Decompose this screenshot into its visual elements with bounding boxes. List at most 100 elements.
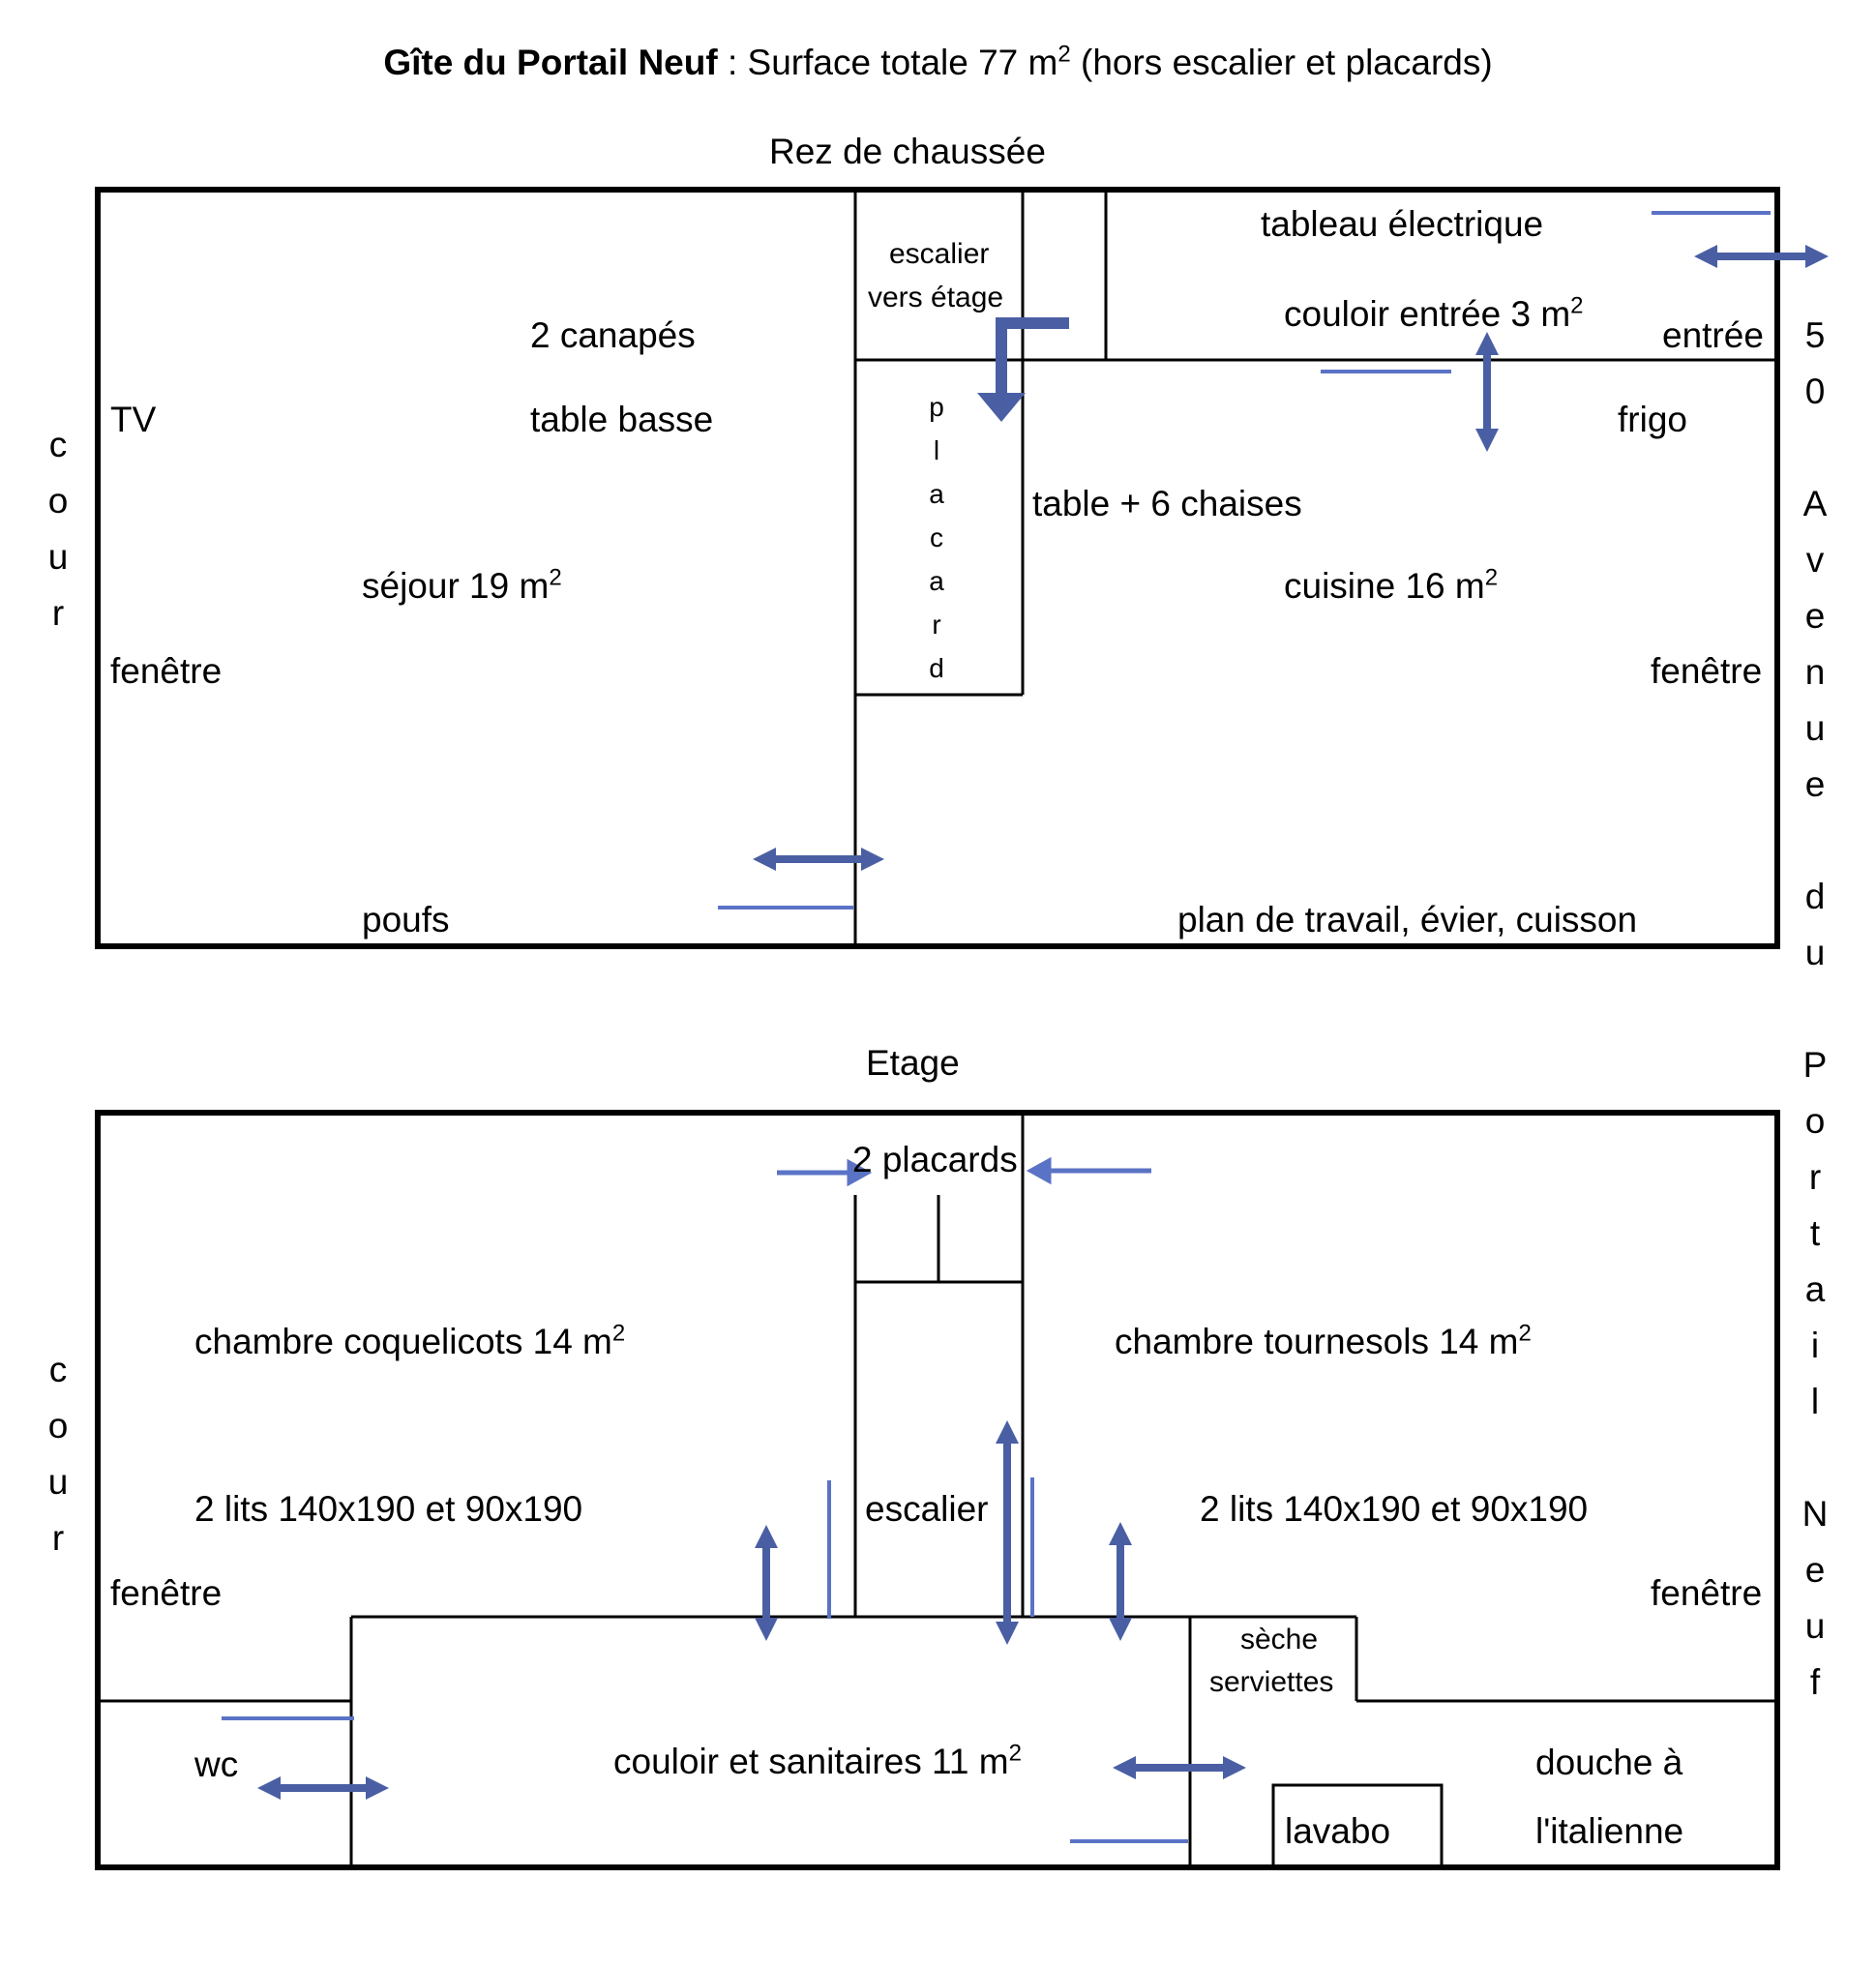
- entree-label: entrée: [1662, 315, 1764, 355]
- title-surface-exponent: 2: [1057, 41, 1071, 68]
- street-letter: r: [1808, 1157, 1822, 1197]
- cour-label-upper: c o u r: [39, 1342, 77, 1566]
- ground-floor-heading: Rez de chaussée: [769, 132, 1046, 171]
- table-chaises-label: table + 6 chaises: [1032, 484, 1302, 523]
- sejour-exponent: 2: [549, 564, 562, 591]
- frigo-label: frigo: [1618, 400, 1687, 439]
- cuisine-exponent: 2: [1484, 564, 1499, 591]
- fenetre-tournesols-label: fenêtre: [1651, 1573, 1763, 1613]
- lavabo-label: lavabo: [1285, 1811, 1391, 1851]
- title-surface-note: (hors escalier et placards): [1070, 43, 1493, 82]
- street-letter: u: [1804, 708, 1826, 748]
- escalier-line1: escalier: [889, 238, 990, 270]
- sejour-text: séjour 19 m: [362, 566, 550, 606]
- street-letter: n: [1804, 652, 1826, 692]
- street-letter: l: [1810, 1382, 1820, 1421]
- street-letter: u: [1804, 933, 1826, 972]
- couloir-sanitaires-text: couloir et sanitaires 11 m: [613, 1742, 1009, 1781]
- couloir-sanitaires-label: couloir et sanitaires 11 m2: [613, 1740, 1022, 1781]
- placard-letter: c: [930, 522, 943, 552]
- upper-floor-walls: [98, 1113, 1777, 1869]
- street-letter: i: [1810, 1326, 1820, 1365]
- douche-line1: douche à: [1535, 1743, 1683, 1782]
- poufs-label: poufs: [362, 900, 450, 939]
- escalier-label: escalier: [865, 1489, 989, 1529]
- street-letter: P: [1802, 1045, 1828, 1085]
- tournesols-label: chambre tournesols 14 m2: [1115, 1320, 1532, 1359]
- cour-letter: c: [48, 425, 68, 464]
- lits-left-label: 2 lits 140x190 et 90x190: [194, 1489, 583, 1529]
- seche-line2: serviettes: [1209, 1666, 1334, 1698]
- street-letter: A: [1802, 484, 1828, 523]
- stair-arrow: [977, 317, 1069, 422]
- cour-letter: o: [47, 1406, 69, 1446]
- street-letter: e: [1804, 1550, 1826, 1590]
- cour-letter: r: [51, 1518, 65, 1558]
- fenetre-sejour-label: fenêtre: [110, 651, 223, 691]
- circulation-arrows: [257, 245, 1829, 1800]
- cour-letter: o: [47, 481, 69, 521]
- lits-right-label: 2 lits 140x190 et 90x190: [1200, 1489, 1589, 1529]
- table-basse-label: table basse: [530, 400, 714, 439]
- fenetre-cuisine-label: fenêtre: [1651, 651, 1763, 691]
- street-letter: e: [1804, 596, 1826, 636]
- cour-label-ground: c o u r: [39, 417, 77, 641]
- couloir-sanitaires-exponent: 2: [1008, 1740, 1022, 1767]
- escalier-line2: vers étage: [868, 282, 1004, 313]
- placard-letter: l: [933, 435, 940, 465]
- page-title: Gîte du Portail Neuf : Surface totale 77…: [0, 43, 1876, 83]
- placard-letter: d: [929, 653, 944, 683]
- ground-floor-walls: [853, 190, 1777, 946]
- couloir-entree-label: couloir entrée 3 m2: [1284, 292, 1584, 334]
- street-letter: o: [1804, 1101, 1826, 1141]
- street-letter: [1796, 420, 1834, 476]
- cuisine-text: cuisine 16 m: [1284, 566, 1485, 606]
- upper-floor-heading: Etage: [866, 1043, 960, 1083]
- cour-letter: c: [48, 1350, 68, 1389]
- wc-label: wc: [194, 1744, 239, 1784]
- placard-letter: a: [929, 566, 944, 596]
- street-letter: f: [1809, 1662, 1821, 1702]
- coquelicots-exponent: 2: [611, 1320, 626, 1347]
- street-letter: d: [1804, 877, 1826, 916]
- couloir-entree-exponent: 2: [1570, 292, 1584, 319]
- cour-letter: u: [47, 1462, 69, 1502]
- couloir-entree-text: couloir entrée 3 m: [1284, 294, 1571, 334]
- street-letter: [1796, 981, 1834, 1037]
- placards-arrows: [777, 1156, 1151, 1187]
- placards-label: 2 placards: [852, 1140, 1018, 1179]
- placard-letter: r: [932, 610, 941, 640]
- cour-letter: r: [51, 593, 65, 633]
- street-letter: 5: [1804, 315, 1826, 355]
- placard-letter: p: [929, 392, 944, 422]
- title-surface: Surface totale 77 m: [747, 43, 1058, 82]
- door-lines: [222, 211, 1771, 1843]
- street-letter: a: [1804, 1269, 1826, 1309]
- street-letter: v: [1805, 540, 1825, 580]
- tournesols-exponent: 2: [1518, 1320, 1532, 1347]
- fenetre-coquelicots-label: fenêtre: [110, 1573, 223, 1613]
- douche-line2: l'italienne: [1535, 1811, 1684, 1851]
- sejour-label: séjour 19 m2: [362, 564, 562, 606]
- street-letter: [1796, 813, 1834, 869]
- tableau-label: tableau électrique: [1261, 204, 1544, 244]
- street-letter: N: [1802, 1494, 1829, 1534]
- placard-vertical-label: p l a c a r d: [917, 385, 956, 690]
- street-letter: e: [1804, 764, 1826, 804]
- coquelicots-text: chambre coquelicots 14 m: [194, 1322, 612, 1361]
- ground-floor-outline: [95, 187, 1780, 949]
- street-letter: [1796, 1430, 1834, 1486]
- placard-letter: a: [929, 479, 944, 509]
- upper-floor-outline: [95, 1110, 1780, 1870]
- plan-travail-label: plan de travail, évier, cuisson: [1177, 900, 1638, 939]
- canapes-label: 2 canapés: [530, 315, 696, 355]
- street-letter: t: [1809, 1213, 1821, 1253]
- cuisine-label: cuisine 16 m2: [1284, 564, 1499, 606]
- coquelicots-label: chambre coquelicots 14 m2: [194, 1320, 626, 1361]
- gite-name: Gîte du Portail Neuf: [383, 43, 718, 82]
- title-separator: :: [717, 43, 748, 82]
- street-letter: 0: [1804, 372, 1826, 411]
